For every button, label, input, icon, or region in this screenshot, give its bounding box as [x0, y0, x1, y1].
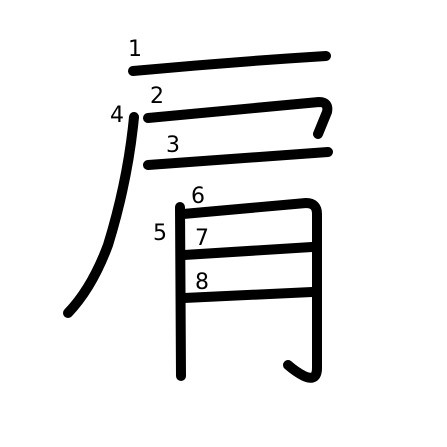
stroke-number-1: 1	[128, 37, 142, 62]
stroke-4	[63, 112, 139, 318]
stroke-6	[178, 198, 322, 383]
stroke-2	[143, 97, 333, 139]
stroke-number-4: 4	[110, 103, 124, 128]
stroke-number-3: 3	[166, 133, 180, 158]
stroke-number-7: 7	[195, 226, 209, 251]
stroke-5	[175, 202, 186, 381]
stroke-number-2: 2	[150, 84, 164, 109]
stroke-3	[143, 147, 333, 170]
stroke-8	[179, 287, 317, 303]
stroke-number-8: 8	[195, 270, 209, 295]
stroke-7	[179, 242, 317, 260]
stroke-number-5: 5	[153, 221, 167, 246]
stroke-1	[128, 51, 331, 76]
stroke-number-6: 6	[191, 184, 205, 209]
